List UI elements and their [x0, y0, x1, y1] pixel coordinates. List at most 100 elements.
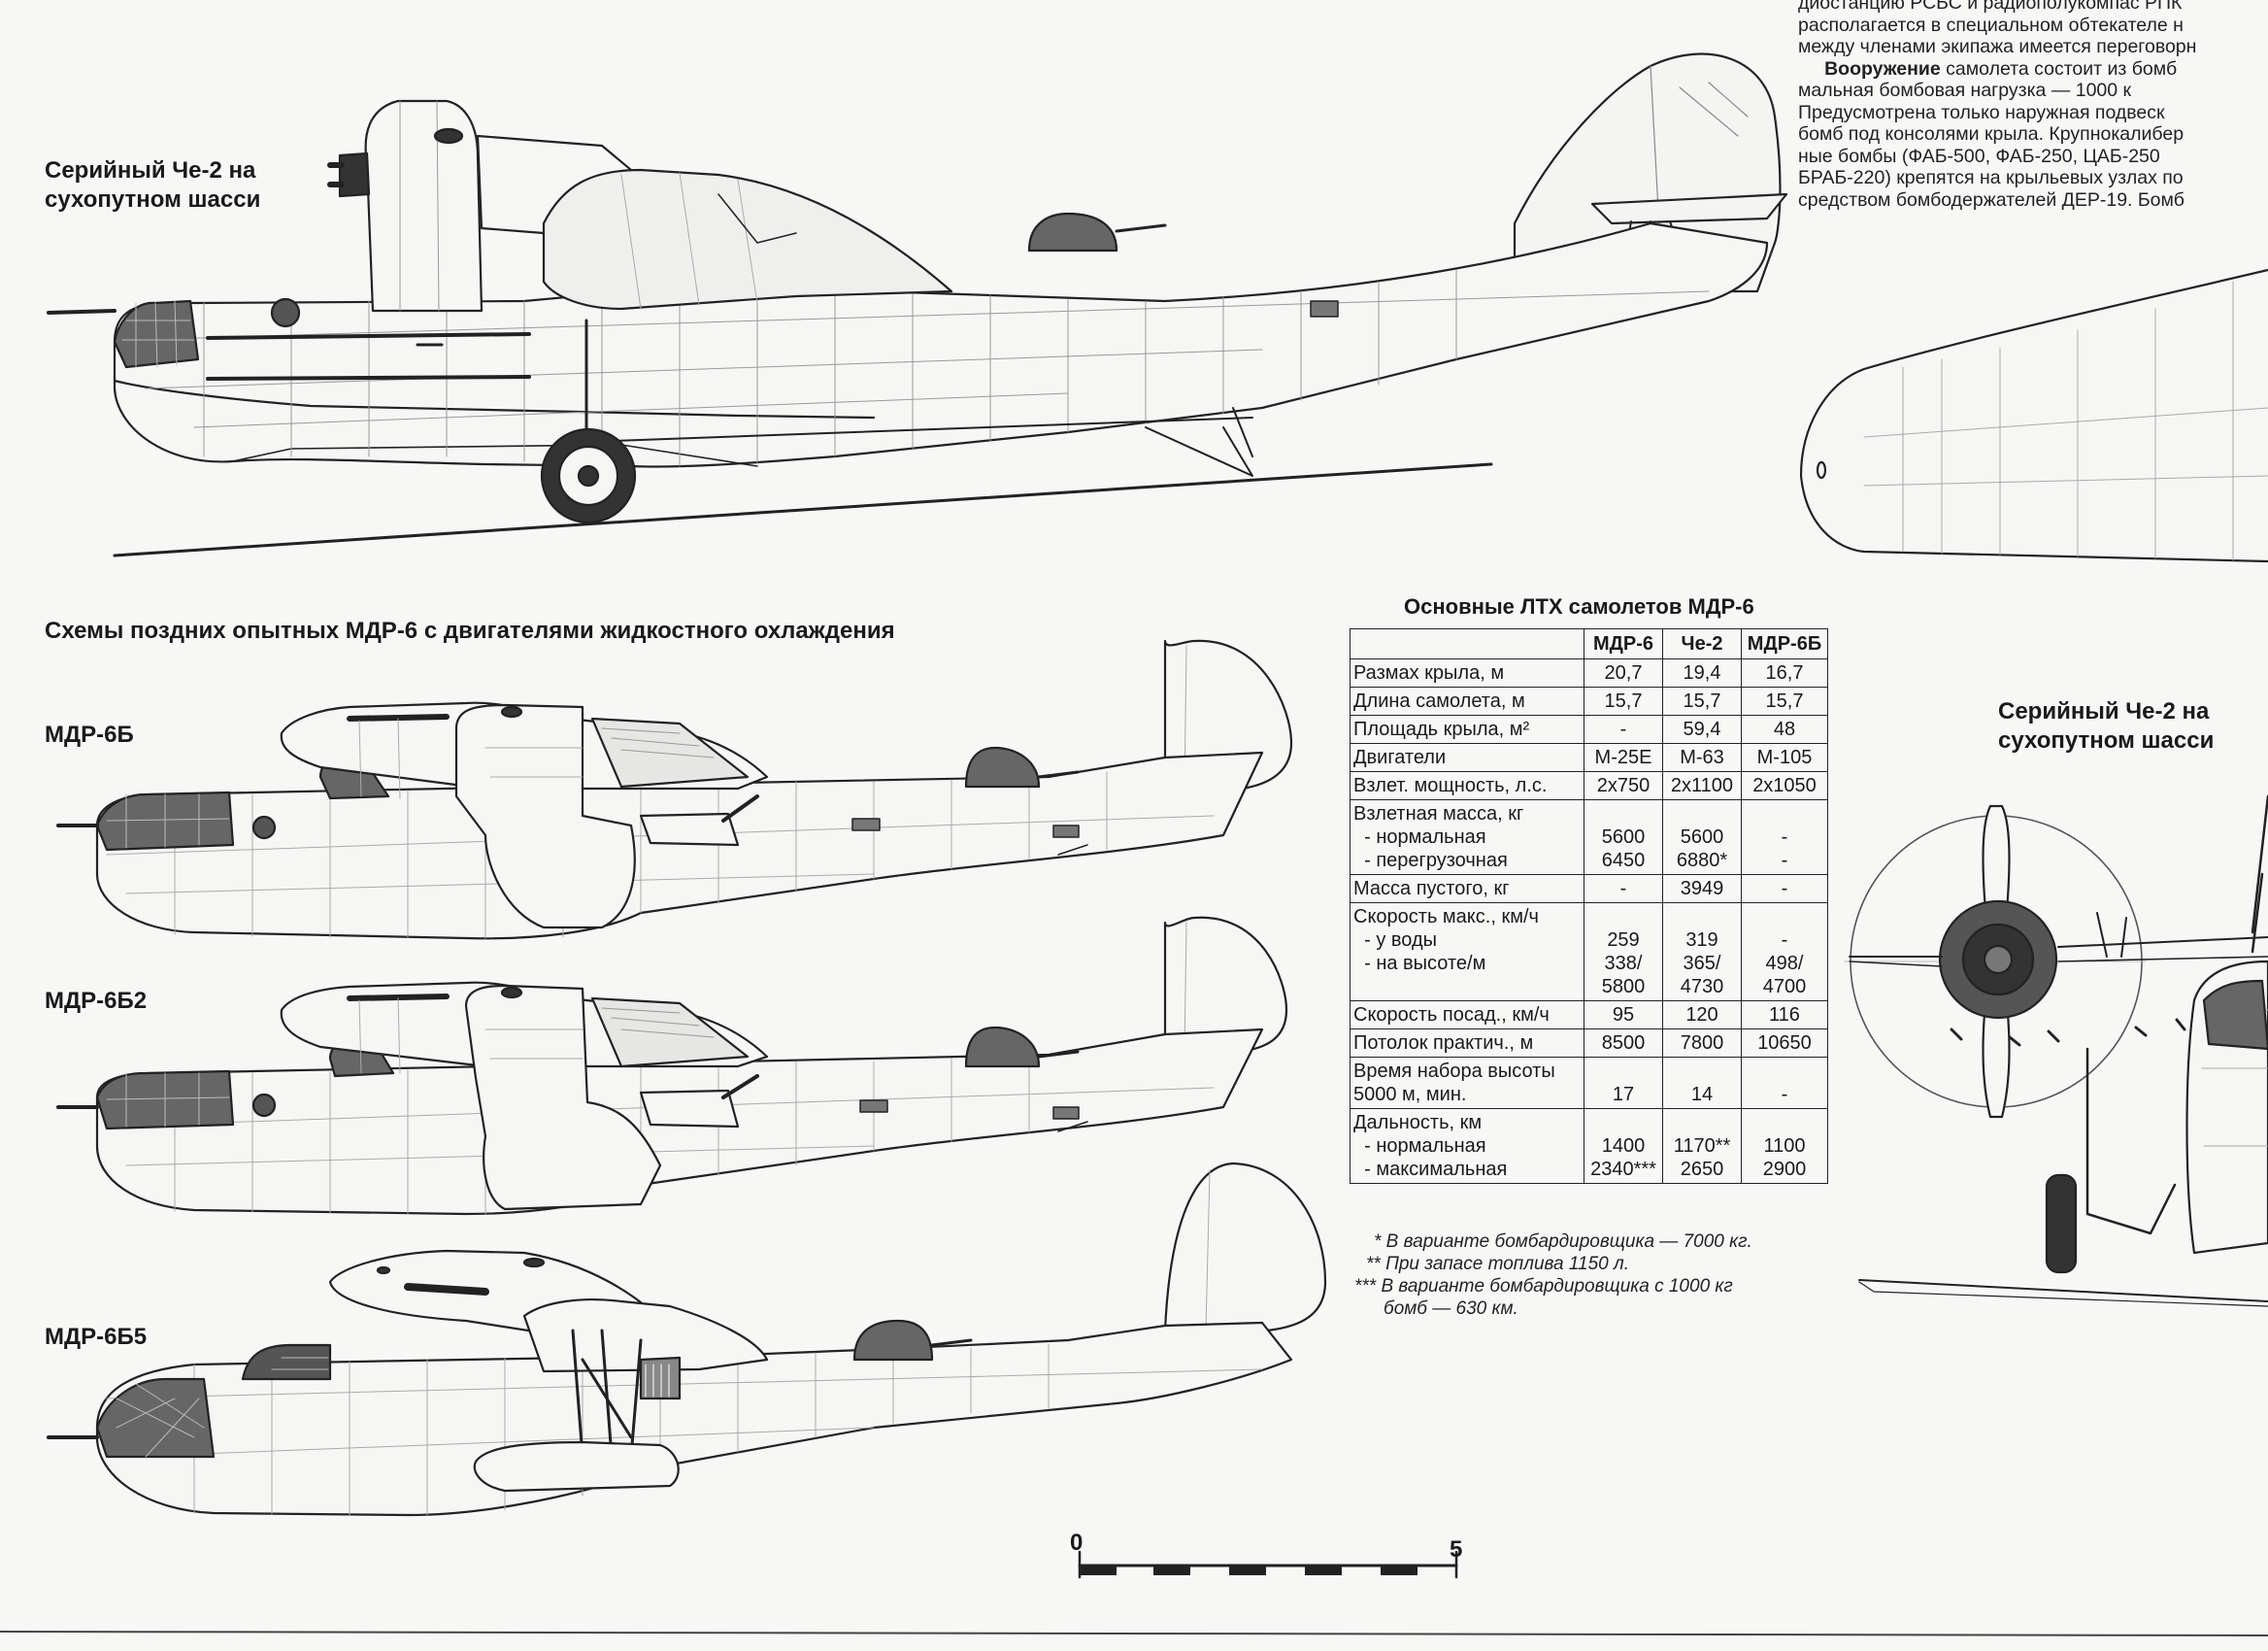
che2-side-view: [47, 52, 1788, 557]
value-line: [1666, 1060, 1738, 1083]
value-line: [1666, 802, 1738, 826]
param-cell: Площадь крыла, м²: [1350, 715, 1584, 744]
value-line: 15,7: [1683, 691, 1721, 712]
value-line: 2х1100: [1670, 775, 1734, 796]
article-line: самолета состоит из бомб: [1940, 57, 2178, 80]
table-row: Дальность, км - нормальная - максимальна…: [1350, 1108, 1828, 1184]
value-cell: 17: [1584, 1057, 1663, 1109]
value-cell: 116: [1741, 1000, 1828, 1029]
value-line: 259: [1607, 929, 1640, 951]
value-line: 116: [1769, 1004, 1800, 1026]
param-cell: Дальность, км - нормальная - максимальна…: [1350, 1108, 1584, 1184]
mdr6b-label: МДР-6Б: [45, 722, 134, 748]
param-line: Время набора высоты: [1353, 1061, 1555, 1082]
article-line: диостанцию РСБС и радиополукомпас РПК: [1798, 0, 2183, 14]
footnote: ** При запасе топлива 1150 л.: [1366, 1254, 1629, 1274]
value-line: 2х750: [1596, 775, 1651, 796]
value-line: 17: [1612, 1084, 1635, 1105]
param-cell: Скорость посад., км/ч: [1350, 1000, 1584, 1029]
param-line: 5000 м, мин.: [1353, 1084, 1467, 1105]
param-line: Дальность, км: [1353, 1112, 1483, 1133]
scale-zero-label: 0: [1070, 1530, 1084, 1556]
performance-table-title: Основные ЛТХ самолетов МДР-6: [1404, 594, 1754, 619]
value-cell: 8500: [1584, 1028, 1663, 1058]
value-cell: М-105: [1741, 743, 1828, 772]
value-line: 2х1050: [1752, 775, 1817, 796]
caption-line: Серийный Че-2 на: [1998, 698, 2210, 724]
schemes-heading: Схемы поздних опытных МДР-6 с двигателям…: [45, 618, 895, 644]
value-line: М-63: [1680, 747, 1724, 768]
param-cell: Размах крыла, м: [1350, 658, 1584, 688]
value-line: 8500: [1601, 1032, 1646, 1054]
value-line: 4700: [1762, 976, 1807, 997]
value-line: 4730: [1680, 976, 1724, 997]
value-cell: 15,7: [1741, 687, 1828, 716]
table-row: Скорость посад., км/ч 95 120 116: [1350, 1000, 1828, 1029]
value-line: 5600: [1680, 826, 1724, 848]
value-line: [1745, 1060, 1824, 1083]
param-cell: Масса пустого, кг: [1350, 874, 1584, 903]
value-line: [1587, 802, 1659, 826]
param-line: - перегрузочная: [1353, 850, 1508, 871]
article-line: БРАБ-220) крепятся на крыльевых узлах по: [1798, 167, 2184, 188]
che2-front-caption: Серийный Че-2 на сухопутном шасси: [1998, 697, 2214, 756]
table-header-cell: Че-2: [1662, 628, 1742, 659]
article-line: ные бомбы (ФАБ-500, ФАБ-250, ЦАБ-250: [1798, 145, 2160, 167]
value-line: 6450: [1601, 850, 1646, 871]
caption-line: сухопутном шасси: [45, 186, 261, 213]
param-line: Длина самолета, м: [1353, 691, 1525, 712]
value-line: 120: [1685, 1004, 1718, 1026]
value-cell: -: [1741, 1057, 1828, 1109]
table-header-cell: МДР-6Б: [1741, 628, 1828, 659]
param-line: Скорость посад., км/ч: [1353, 1004, 1550, 1026]
armament-heading: Вооружение: [1824, 57, 1941, 80]
value-line: 7800: [1680, 1032, 1724, 1054]
footnote: * В варианте бомбардировщика — 7000 кг.: [1374, 1231, 1752, 1252]
value-line: 14: [1690, 1084, 1714, 1105]
param-cell: Взлет. мощность, л.с.: [1350, 771, 1584, 800]
param-cell: Двигатели: [1350, 743, 1584, 772]
value-cell: 10650: [1741, 1028, 1828, 1058]
value-cell: 20,7: [1584, 658, 1663, 688]
value-cell: 15,7: [1662, 687, 1742, 716]
value-line: 19,4: [1683, 662, 1721, 684]
mdr6b5-side-view: [47, 1162, 1327, 1517]
param-line: - у воды: [1353, 929, 1438, 951]
value-cell: 2х1050: [1741, 771, 1828, 800]
value-line: 15,7: [1604, 691, 1643, 712]
value-line: -: [1619, 878, 1627, 899]
value-cell: 3949: [1662, 874, 1742, 903]
value-cell: 15,7: [1584, 687, 1663, 716]
param-line: Площадь крыла, м²: [1353, 719, 1530, 740]
table-row: Масса пустого, кг-3949-: [1350, 874, 1828, 903]
caption-line: Серийный Че-2 на: [45, 157, 256, 184]
value-cell: 59,4: [1662, 715, 1742, 744]
article-line: бомб под консолями крыла. Крупнокалибер: [1798, 123, 2185, 145]
value-line: -: [1781, 850, 1788, 871]
table-header-cell: МДР-6: [1584, 628, 1663, 659]
value-line: 95: [1612, 1004, 1635, 1026]
value-line: М-25Е: [1594, 747, 1652, 768]
mdr6b5-label: МДР-6Б5: [45, 1324, 148, 1350]
footnote: бомб — 630 км.: [1384, 1298, 1518, 1319]
table-row: Потолок практич., м 8500 7800 10650: [1350, 1028, 1828, 1058]
table-footnotes: * В варианте бомбардировщика — 7000 кг. …: [1354, 1230, 1752, 1320]
value-line: 1100: [1763, 1135, 1806, 1157]
che2-front-view: [1844, 794, 2268, 1307]
scale-five-label: 5: [1450, 1536, 1463, 1563]
value-line: 10650: [1757, 1032, 1812, 1054]
value-line: 1170**: [1673, 1135, 1731, 1157]
mdr6b2-side-view: [56, 916, 1288, 1216]
value-line: 20,7: [1604, 662, 1643, 684]
table-row: Длина самолета, м 15,7 15,7 15,7: [1350, 687, 1828, 716]
param-line: Масса пустого, кг: [1353, 878, 1510, 899]
param-line: Потолок практич., м: [1353, 1032, 1534, 1054]
param-line: - максимальная: [1353, 1159, 1508, 1180]
table-row: Двигатели М-25Е М-63 М-105: [1350, 743, 1828, 772]
article-line: между членами экипажа имеется переговорн: [1798, 36, 2197, 57]
